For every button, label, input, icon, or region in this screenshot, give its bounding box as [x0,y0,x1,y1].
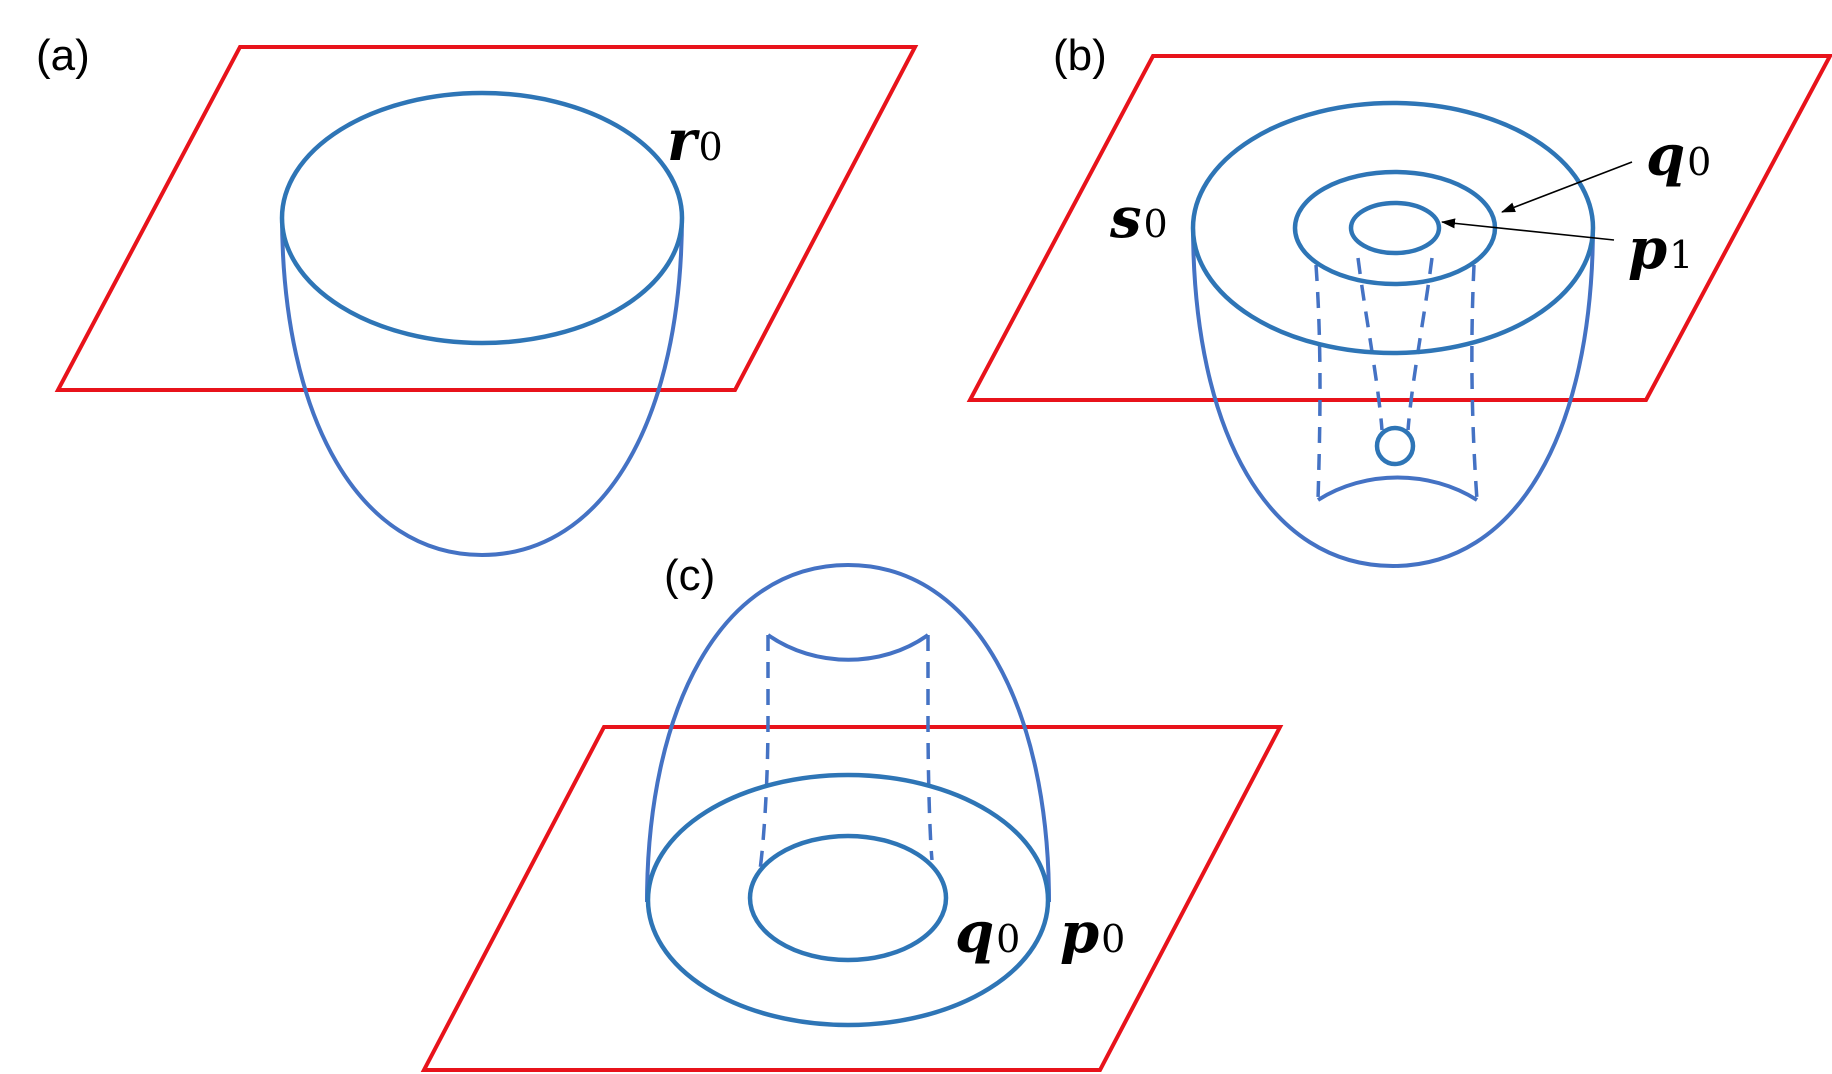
panel-b-label-q0: q0 [1646,123,1711,189]
panel-b: (b) s0 q0 p1 [966,31,1832,569]
panel-b-small-ring [1374,425,1416,467]
panel-b-plane [966,54,1832,402]
panel-b-tube-right-wall [1470,264,1479,501]
panel-b-arrow-q0 [1501,161,1633,213]
panel-c-p0-symbol: p [1060,900,1099,966]
panel-c-p0-subscript: 0 [1101,917,1125,961]
panel-b-label-p1: p1 [1628,216,1693,282]
panel-b-q0-subscript: 0 [1687,140,1711,184]
panel-a-label-r0: r0 [667,108,723,174]
panel-b-tube-left-wall [1314,264,1322,501]
panel-c-curve-q0 [747,833,949,963]
panel-a-cup-surface [280,214,684,558]
panel-b-curve-q0 [1292,169,1498,287]
panel-b-arrow-p1 [1441,218,1615,241]
panel-c-plane [420,725,1284,1072]
panel-a-r0-symbol: r [667,108,700,174]
panel-b-inner-tube-left-wall [1356,257,1384,431]
panel-c-tube-left-wall [758,635,770,871]
panel-b-p1-symbol: p [1628,216,1667,282]
panel-b-p1-subscript: 1 [1669,233,1693,277]
panel-c-q0-symbol: q [955,900,994,966]
panel-b-q0-symbol: q [1646,123,1685,189]
panel-c-tube-top-cap [766,633,930,662]
panel-c-label-p0: p0 [1060,900,1125,966]
panel-b-curve-p1 [1348,200,1442,256]
panel-a-r0-subscript: 0 [699,125,723,169]
panel-b-label-s0: s0 [1109,185,1168,251]
panel-c-q0-subscript: 0 [996,917,1020,961]
panel-a: (a) r0 [36,31,919,558]
panel-b-curve-s0 [1190,100,1596,356]
panel-a-plane [54,45,919,392]
panel-b-tube-bottom-cap [1316,475,1479,502]
panel-a-curve-r0 [279,90,685,346]
panel-c-dome-surface [645,562,1051,903]
panel-c-curve-p0 [645,772,1051,1028]
panel-b-inner-tube-right-wall [1406,257,1434,431]
panel-c-label: (c) [664,551,715,600]
panel-c-label-q0: q0 [955,900,1020,966]
panel-b-label: (b) [1053,31,1107,80]
panel-c: (c) q0 p0 [420,551,1284,1072]
panel-c-tube-right-wall [926,635,934,861]
panel-b-s0-subscript: 0 [1144,202,1168,246]
panel-b-s0-symbol: s [1109,185,1142,251]
panel-a-label: (a) [36,31,90,80]
panel-b-cup-surface [1191,224,1595,569]
